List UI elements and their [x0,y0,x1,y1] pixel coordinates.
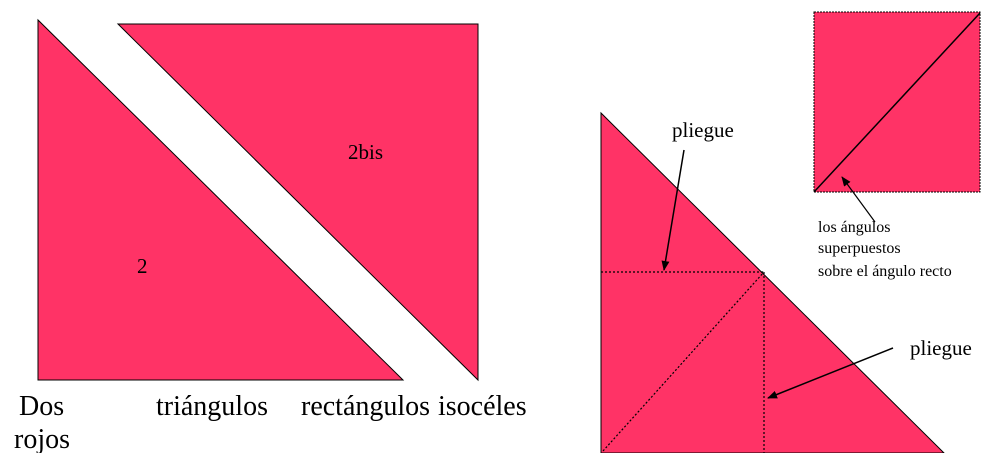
caption-word-triangulos: triángulos [156,391,268,422]
triangle-2-label: 2 [137,254,148,278]
caption-word-rectangulos: rectángulos [301,391,430,422]
caption-word-dos: Dos [19,391,64,422]
fold-arrow-right [767,347,894,399]
small-square-diagonal [813,12,981,193]
fold-label-right: pliegue [910,336,972,360]
folded-triangle [600,111,945,453]
angles-text-line3: sobre el ángulo recto [818,263,952,280]
angles-text-line1: los ángulos [818,219,890,236]
triangle-2bis-label: 2bis [348,140,383,164]
caption-word-isoceles: isocéles [438,391,527,422]
triangle-2 [37,18,405,381]
angles-text-line2: superpuestos [818,240,901,257]
angles-arrow [841,176,876,223]
triangle-2bis [116,23,479,382]
fold-label-top: pliegue [672,118,734,142]
caption-word-rojos: rojos [14,424,70,453]
fold-line-diagonal [602,271,765,452]
fold-arrow-top [661,149,685,271]
